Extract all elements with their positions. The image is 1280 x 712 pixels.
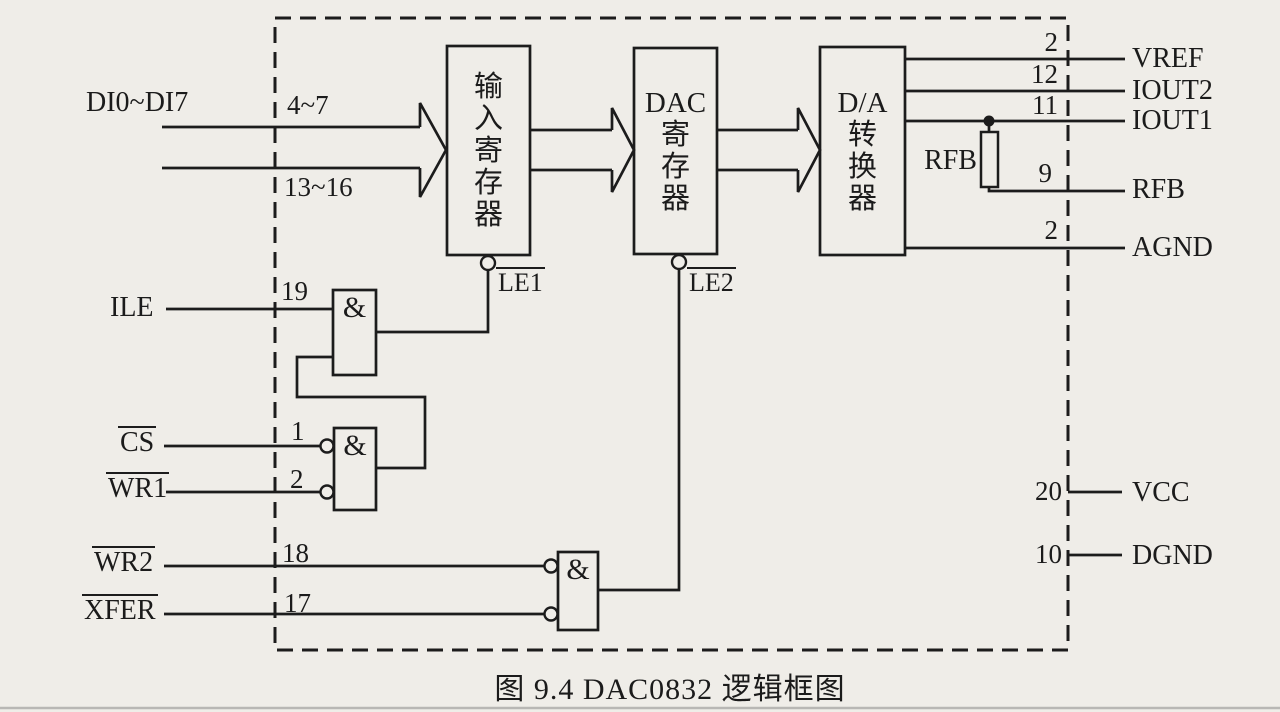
vref-pin-label: VREF [1132, 43, 1204, 74]
control-wires [164, 269, 681, 616]
data-bus-wires [162, 102, 822, 198]
dgnd-pin-label: DGND [1132, 540, 1213, 571]
dac-register-block [632, 46, 719, 256]
data-bus-label: DI0~DI7 [86, 87, 189, 118]
wr1-signal-label: WR1 [106, 472, 170, 504]
input-register-label: 输 入 寄 存 器 [473, 70, 503, 231]
rfb-wire [987, 187, 1125, 193]
wr1-input-bubble [319, 484, 335, 500]
cs-wr1-and-gate [332, 426, 378, 512]
bus-arrowhead-3 [796, 107, 822, 193]
figure-caption: 图 9.4 DAC0832 逻辑框图 [494, 673, 846, 706]
dac-register-label: DAC 寄 存 器 [644, 87, 707, 215]
xfer-signal-label: XFER [82, 594, 158, 626]
da-converter-label: D/A 转 换 器 [837, 87, 888, 215]
cs-wr1-and-gate-symbol: & [343, 429, 367, 462]
le2-label: LE2 [687, 267, 736, 297]
dgnd-pin-number: 10 [1035, 539, 1062, 569]
cs-pin-number: 1 [291, 416, 305, 446]
iout1-pin-label: IOUT1 [1132, 105, 1213, 136]
rfb-pin-number: 9 [1038, 158, 1053, 188]
iout1-junction-dot [983, 115, 995, 127]
bus-arrowhead-2 [610, 107, 636, 193]
ile-signal-label: ILE [110, 292, 154, 323]
wr2-input-bubble [543, 558, 559, 574]
vcc-pin-number: 20 [1035, 476, 1062, 506]
inverter-bubbles [319, 253, 688, 622]
le2-latch-bubble [670, 253, 688, 271]
rfb-resistor [979, 130, 1000, 189]
xfer-input-bubble [543, 606, 559, 622]
iout2-pin-number: 12 [1031, 59, 1058, 89]
gateB-to-gateA-wire [295, 355, 427, 470]
cs-input-bubble [319, 438, 335, 454]
agnd-pin-number: 2 [1044, 215, 1059, 245]
cs-signal-label: CS [118, 426, 157, 458]
right-pin-wires [905, 57, 1125, 557]
ile-and-gate [331, 288, 378, 377]
wr2-xfer-and-gate-symbol: & [566, 553, 590, 586]
wr2-signal-label: WR2 [92, 546, 156, 578]
le1-wire [376, 270, 490, 334]
bus-lower-pin-numbers: 13~16 [284, 172, 353, 202]
vref-pin-number: 2 [1044, 27, 1059, 57]
ile-and-gate-symbol: & [342, 291, 367, 324]
iout2-pin-label: IOUT2 [1132, 75, 1213, 106]
chip-boundary-dashed-box [273, 16, 1070, 652]
le1-latch-bubble [479, 254, 497, 272]
bus-arrowhead-1 [418, 102, 448, 198]
le2-wire [598, 269, 681, 592]
wr1-pin-number: 2 [290, 464, 304, 494]
rfb-pin-label: RFB [1132, 174, 1185, 205]
bus-upper-pin-numbers: 4~7 [287, 90, 329, 120]
wr2-xfer-and-gate [556, 550, 600, 632]
agnd-pin-label: AGND [1132, 232, 1213, 263]
input-register-block [445, 44, 532, 257]
le1-label: LE1 [496, 267, 545, 297]
rfb-resistor-label: RFB [924, 145, 977, 176]
vcc-pin-label: VCC [1132, 477, 1190, 508]
iout1-pin-number: 11 [1032, 90, 1058, 120]
wr2-pin-number: 18 [282, 538, 309, 568]
xfer-pin-number: 17 [284, 588, 311, 618]
ile-pin-number: 19 [281, 276, 308, 306]
